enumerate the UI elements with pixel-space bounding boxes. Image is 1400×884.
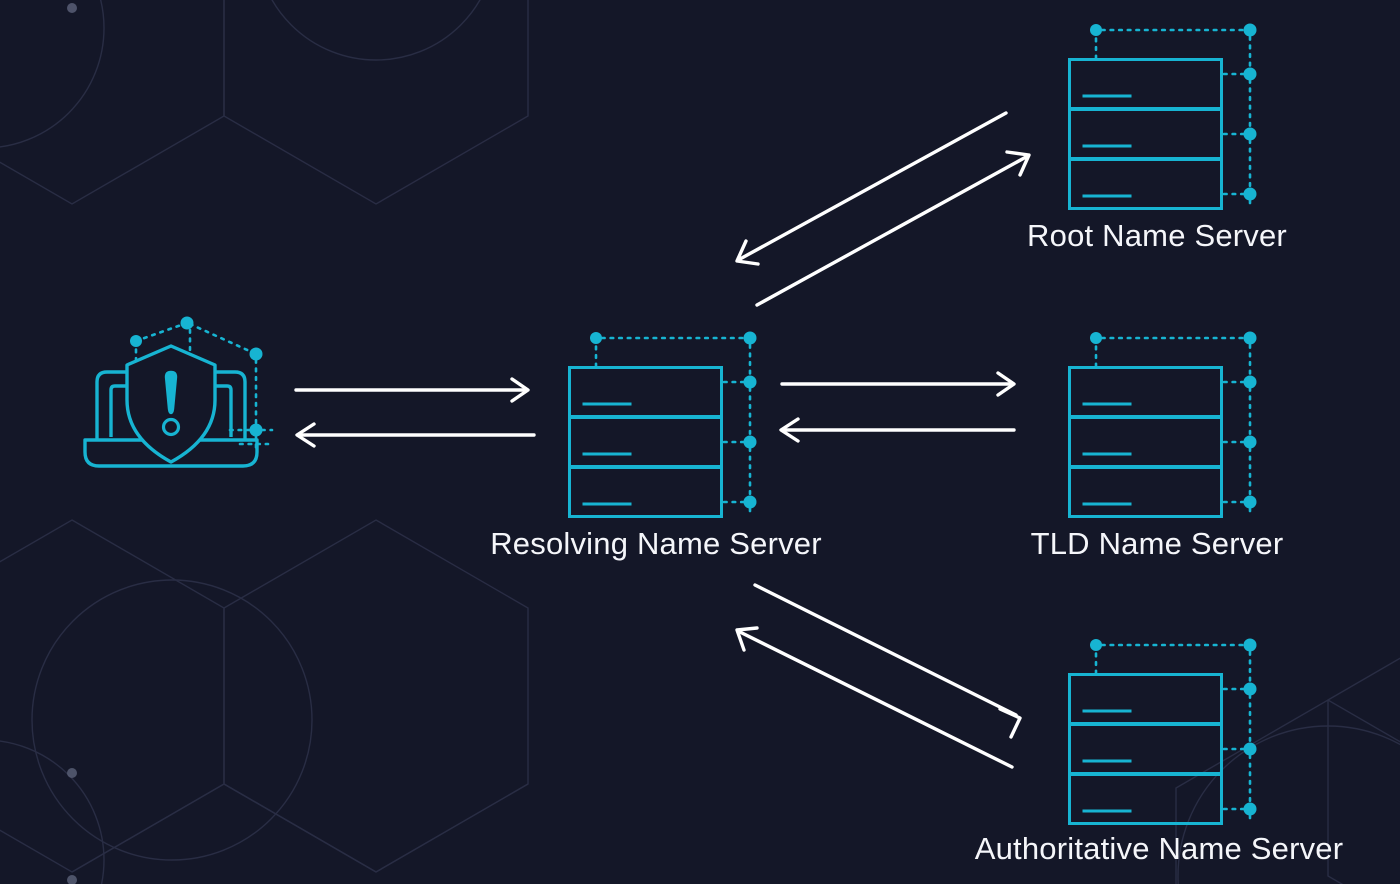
arrow-resolver-to-root	[755, 150, 1031, 307]
root-name-server-icon[interactable]	[1068, 22, 1258, 210]
background-decoration-nodes	[67, 3, 77, 884]
arrow-resolver-to-client	[295, 422, 536, 448]
root-server-label: Root Name Server	[1027, 218, 1287, 253]
tld-server-label: TLD Name Server	[1031, 526, 1284, 561]
laptop-connector-nodes	[130, 316, 263, 437]
arrow-client-to-resolver	[294, 377, 530, 403]
arrow-authoritative-to-resolver	[735, 626, 1014, 769]
shield-alert-icon	[125, 344, 217, 464]
arrow-tld-to-resolver	[779, 417, 1016, 443]
authoritative-server-label: Authoritative Name Server	[975, 831, 1344, 866]
arrow-resolver-to-tld	[780, 371, 1016, 397]
tld-name-server-icon[interactable]	[1068, 330, 1258, 518]
arrow-resolver-to-authoritative	[753, 583, 1022, 739]
authoritative-name-server-icon[interactable]	[1068, 637, 1258, 825]
resolving-name-server-icon[interactable]	[568, 330, 758, 518]
client-laptop[interactable]	[83, 316, 274, 468]
arrow-root-to-resolver	[735, 111, 1008, 266]
resolver-server-label: Resolving Name Server	[490, 526, 822, 561]
